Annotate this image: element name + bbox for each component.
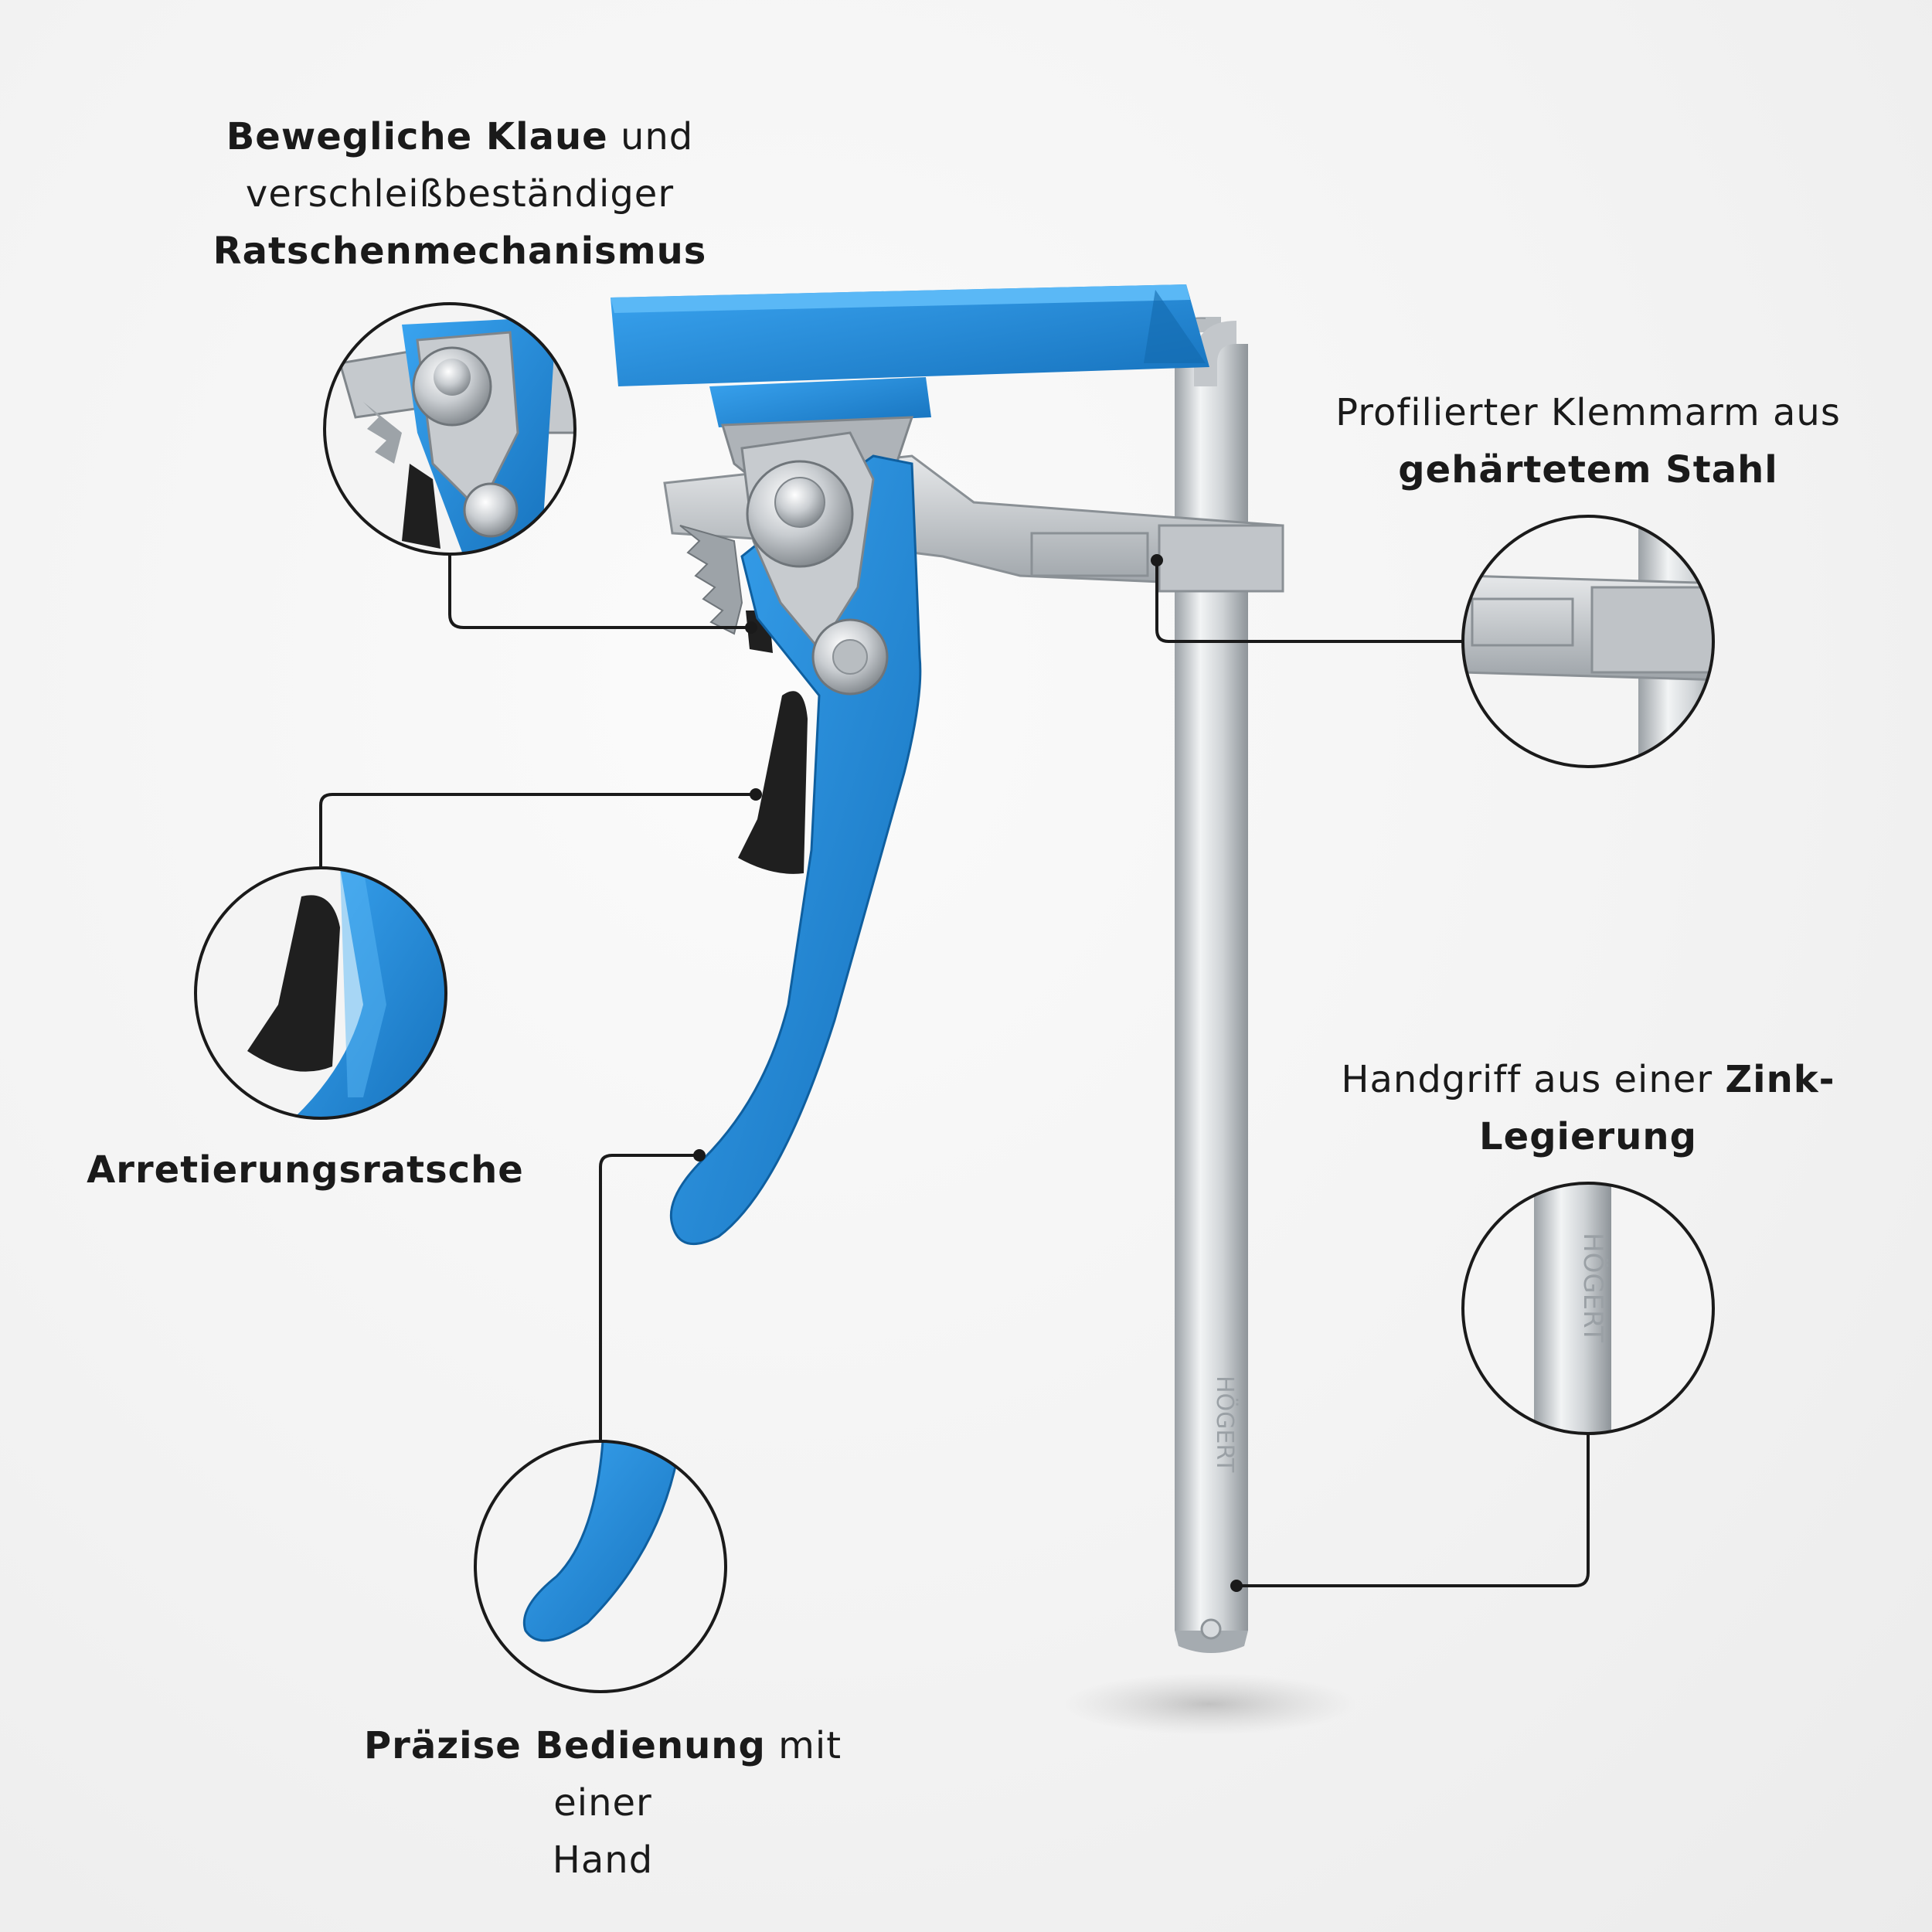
- callout-handle-bold2: Legierung: [1479, 1115, 1697, 1158]
- brand-mark: HÖGERT: [1211, 1376, 1239, 1473]
- leader-handle: [1236, 1434, 1590, 1587]
- callout-precision-bold1: Präzise Bedienung: [363, 1724, 766, 1767]
- zoom-circle-arm: [1461, 515, 1715, 768]
- leader-ratchet: [319, 793, 756, 868]
- zoom-circle-handle: HÖGERT: [1461, 1182, 1715, 1435]
- zoom-circle-precision: [474, 1440, 727, 1693]
- main-bolt: [746, 460, 854, 568]
- callout-arm: Profilierter Klemmarm aus gehärtetem Sta…: [1314, 384, 1862, 498]
- zoom-circle-claw: [323, 302, 577, 556]
- callout-claw-text2: verschleißbeständiger: [245, 172, 675, 216]
- callout-ratchet: Arretierungsratsche: [85, 1141, 526, 1199]
- fixed-jaw: [611, 284, 1209, 386]
- leader-claw: [448, 554, 751, 629]
- callout-claw-bold2: Ratschenmechanismus: [213, 230, 707, 273]
- callout-precision-text1: mit einer: [553, 1724, 842, 1825]
- callout-ratchet-bold1: Arretierungsratsche: [87, 1148, 524, 1192]
- callout-claw-text1: und: [607, 115, 694, 158]
- callout-handle-text1: Handgriff aus einer: [1341, 1058, 1726, 1101]
- bar-bend: [1194, 321, 1236, 386]
- leader-lines: [319, 554, 1590, 1587]
- callout-handle-bold1: Zink-: [1725, 1058, 1835, 1101]
- ratchet-teeth: [679, 525, 743, 635]
- leader-precision: [599, 1154, 699, 1441]
- callout-precision-text2: Hand: [552, 1838, 654, 1882]
- callout-arm-text1: Profilierter Klemmarm aus: [1335, 391, 1841, 434]
- callout-claw: Bewegliche Klaue und verschleißbeständig…: [193, 108, 726, 280]
- floor-shadow: [1063, 1673, 1356, 1735]
- callout-arm-bold1: gehärtetem Stahl: [1398, 448, 1778, 492]
- callout-handle: Handgriff aus einer Zink- Legierung: [1314, 1051, 1862, 1165]
- leader-arm: [1155, 560, 1463, 643]
- lower-bolt: [811, 618, 889, 696]
- ratchet-lever: [738, 691, 808, 874]
- callout-precision: Präzise Bedienung mit einer Hand: [325, 1717, 881, 1889]
- callout-claw-bold1: Bewegliche Klaue: [226, 115, 608, 158]
- zoom-circle-ratchet: [194, 866, 447, 1120]
- brand-mark-zoom: HÖGERT: [1577, 1233, 1609, 1342]
